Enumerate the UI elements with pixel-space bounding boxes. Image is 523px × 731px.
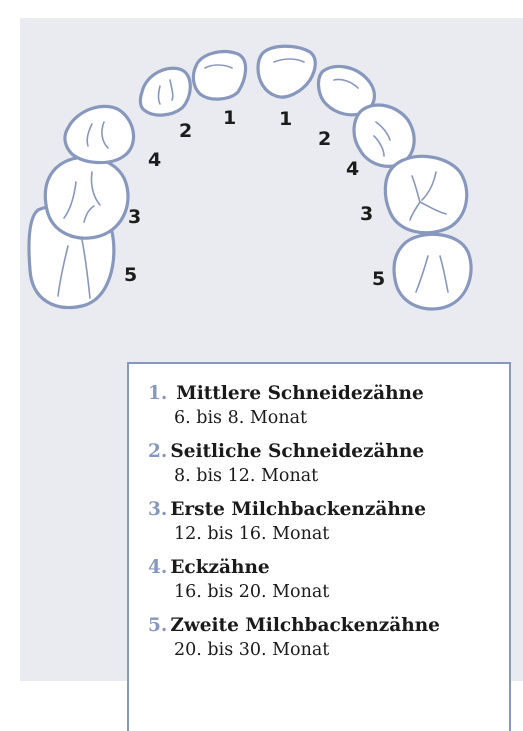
legend-period: 8. bis 12. Monat [174, 466, 319, 486]
label-right-canine: 4 [346, 158, 359, 180]
label-right-second-molar: 5 [372, 268, 385, 290]
tooth-left-first-molar [43, 155, 130, 240]
label-right-lateral-incisor: 2 [318, 128, 331, 150]
tooth-right-first-molar [383, 154, 469, 235]
legend-title: Eckzähne [170, 557, 270, 578]
legend-period: 12. bis 16. Monat [174, 524, 330, 544]
label-left-first-molar: 3 [128, 206, 141, 228]
legend-item-2: 2.Seitliche Schneidezähne 8. bis 12. Mon… [148, 440, 509, 488]
label-left-central-incisor: 1 [223, 107, 236, 129]
legend-number: 5. [148, 615, 168, 636]
legend-period: 6. bis 8. Monat [174, 408, 308, 428]
legend-period: 20. bis 30. Monat [174, 640, 330, 660]
legend-item-4: 4.Eckzähne 16. bis 20. Monat [148, 556, 509, 604]
tooth-right-canine [352, 103, 416, 168]
legend-number: 2. [148, 441, 168, 462]
legend-number: 3. [148, 499, 168, 520]
tooth-right-second-molar [392, 232, 473, 311]
legend-period: 16. bis 20. Monat [174, 582, 330, 602]
label-left-lateral-incisor: 2 [179, 120, 192, 142]
label-left-second-molar: 5 [124, 264, 137, 286]
label-left-canine: 4 [148, 149, 161, 171]
label-right-first-molar: 3 [360, 203, 373, 225]
tooth-left-central-incisor [191, 50, 248, 101]
legend-title: Mittlere Schneidezähne [176, 383, 424, 404]
legend-number: 1. [148, 383, 168, 404]
legend-title: Erste Milchbackenzähne [170, 499, 426, 520]
legend-title: Seitliche Schneidezähne [170, 441, 425, 462]
tooth-right-central-incisor [256, 44, 317, 99]
legend-item-3: 3.Erste Milchbackenzähne 12. bis 16. Mon… [148, 498, 509, 546]
legend-box: 1. Mittlere Schneidezähne 6. bis 8. Mona… [127, 362, 511, 731]
legend-title: Zweite Milchbackenzähne [170, 615, 440, 636]
tooth-left-lateral-incisor [138, 66, 192, 117]
legend-number: 4. [148, 557, 168, 578]
label-right-central-incisor: 1 [279, 108, 292, 130]
legend-item-5: 5.Zweite Milchbackenzähne 20. bis 30. Mo… [148, 614, 509, 662]
legend-item-1: 1. Mittlere Schneidezähne 6. bis 8. Mona… [148, 382, 509, 430]
tooth-left-canine [63, 104, 136, 165]
